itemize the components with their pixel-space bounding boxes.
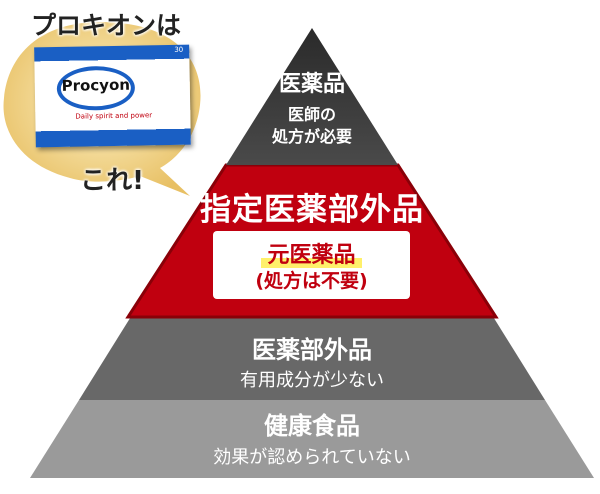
tier1-sub-line1: 医師の xyxy=(287,105,336,124)
tier4-description: 効果が認められていない xyxy=(213,447,411,468)
tier2-note-box: 元医薬品 (処方は不要) xyxy=(213,231,410,299)
tier2-box-sub: (処方は不要) xyxy=(255,270,368,292)
product-count: 30 xyxy=(174,45,184,54)
tier-health-food xyxy=(30,400,594,478)
tier2-box-main: 元医薬品 xyxy=(261,243,362,268)
bubble-ending: これ! xyxy=(80,166,144,196)
tier1-description: 医師の 処方が必要 xyxy=(212,104,412,148)
tier3-label: 医薬部外品 xyxy=(252,336,372,364)
tier-quasi-drug xyxy=(79,315,545,400)
product-logo-oval: Procyon xyxy=(56,65,136,111)
tier1-sub-line2: 処方が必要 xyxy=(271,127,352,146)
tier-medicine xyxy=(226,28,398,165)
bubble-title: プロキオンは xyxy=(30,11,181,40)
tier4-label: 健康食品 xyxy=(264,412,360,440)
product-package-image: 30 Procyon Daily spirit and power xyxy=(34,44,191,148)
product-brand: Procyon xyxy=(61,75,131,95)
tier1-label: 医薬品 xyxy=(278,72,345,97)
tier3-description: 有用成分が少ない xyxy=(240,370,384,391)
tier2-label: 指定医薬部外品 xyxy=(200,192,424,228)
product-tagline: Daily spirit and power xyxy=(75,111,153,121)
